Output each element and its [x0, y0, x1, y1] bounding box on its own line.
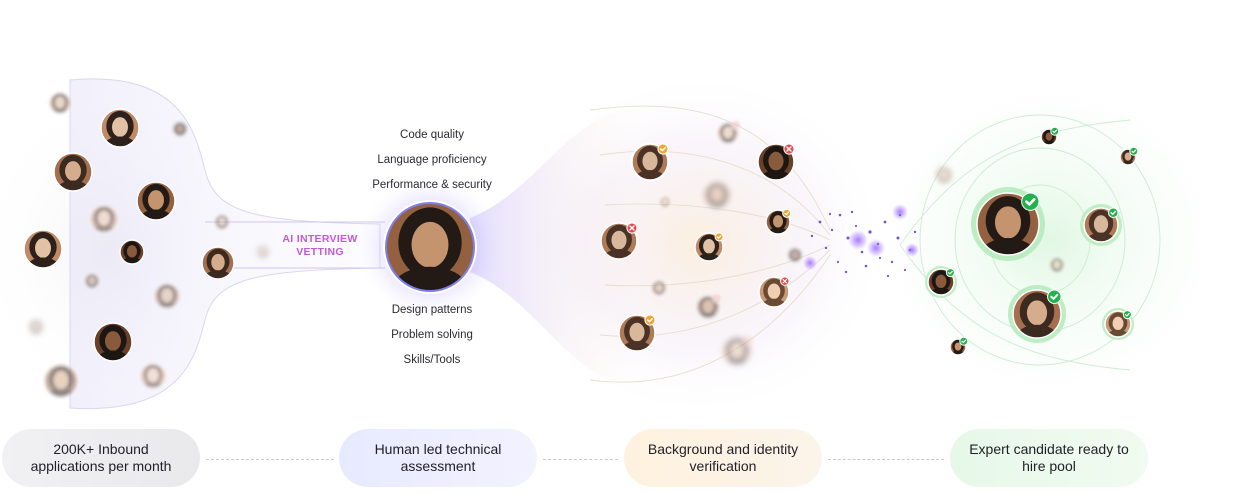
candidate-avatar: [1008, 285, 1066, 343]
skill-language-proficiency: Language proficiency: [377, 154, 487, 166]
skill-design-patterns: Design patterns: [391, 304, 473, 316]
skill-performance-security: Performance & security: [372, 179, 492, 191]
candidate-avatar: [255, 244, 271, 260]
check-badge-icon: [1050, 126, 1060, 136]
candidate-avatar: [716, 120, 741, 145]
stage-connector: [828, 459, 944, 460]
candidate-avatar: [757, 143, 795, 181]
candidate-avatar: [53, 152, 93, 192]
stage-technical-assessment: Human led technical assessment: [339, 429, 537, 487]
candidate-avatar: [934, 165, 954, 185]
candidate-avatar: [786, 246, 804, 264]
stage-connector: [543, 459, 618, 460]
check-badge-icon: [959, 336, 969, 346]
stage-label: Background and identity verification: [647, 441, 799, 474]
check-badge-icon: [1107, 207, 1119, 219]
candidate-avatar: [93, 322, 133, 362]
candidate-avatar: [1080, 204, 1122, 246]
x-badge-icon: [743, 335, 753, 345]
particle-node: [892, 204, 908, 220]
check-badge-icon: [1129, 146, 1139, 156]
check-badge-icon: [1047, 289, 1062, 304]
check-badge-icon: [657, 143, 669, 155]
candidate-avatar: [721, 335, 753, 367]
candidate-avatar: [630, 142, 670, 182]
stage-expert-pool: Expert candidate ready to hire pool: [950, 429, 1148, 487]
candidate-avatar: [695, 293, 722, 320]
skill-skills-tools: Skills/Tools: [403, 354, 461, 366]
stage-connector: [206, 459, 334, 460]
candidate-avatar: [618, 314, 656, 352]
candidate-avatar: [100, 108, 140, 148]
check-badge-icon: [644, 314, 656, 326]
candidate-avatar: [23, 229, 63, 269]
candidate-avatar: [702, 180, 732, 210]
candidate-avatar: [89, 204, 119, 234]
right-pool-glow: [850, 55, 1250, 425]
particle-node: [803, 256, 817, 270]
check-badge-icon: [1122, 310, 1132, 320]
candidate-avatar: [765, 208, 792, 235]
candidate-avatar: [925, 266, 957, 298]
skill-problem-solving: Problem solving: [391, 329, 473, 341]
x-badge-icon: [731, 120, 741, 130]
x-badge-icon: [626, 222, 638, 234]
candidate-avatar: [949, 336, 969, 356]
avatar-layer: [23, 91, 1139, 399]
candidate-avatar: [43, 363, 79, 399]
stage-label: 200K+ Inbound applications per month: [30, 441, 172, 474]
candidate-avatar: [1102, 308, 1134, 340]
skill-code-quality: Code quality: [400, 129, 464, 141]
check-badge-icon: [714, 232, 724, 242]
x-badge-icon: [783, 143, 795, 155]
candidate-avatar: [650, 279, 668, 297]
particle-node: [905, 243, 919, 257]
candidate-avatar: [600, 222, 638, 260]
ai-interview-vetting-label: AI INTERVIEW VETTING: [282, 233, 358, 258]
candidate-avatar: [1040, 126, 1060, 146]
stage-inbound-applications: 200K+ Inbound applications per month: [2, 429, 200, 487]
candidate-avatar: [48, 91, 72, 115]
candidate-avatar: [139, 362, 167, 390]
check-badge-icon: [1021, 192, 1040, 211]
candidate-avatar: [83, 272, 101, 290]
candidate-avatar: [694, 232, 724, 262]
check-badge-icon: [945, 268, 955, 278]
candidate-avatar: [971, 187, 1045, 261]
stage-background-verification: Background and identity verification: [624, 429, 822, 487]
x-badge-icon: [712, 293, 722, 303]
candidate-avatar: [201, 246, 235, 280]
candidate-avatar: [1048, 256, 1066, 274]
stage-label: Expert candidate ready to hire pool: [969, 441, 1129, 474]
candidate-avatar: [1119, 146, 1139, 166]
candidate-avatar: [27, 318, 45, 336]
candidate-avatar: [136, 181, 176, 221]
candidate-avatar: [213, 213, 231, 231]
candidate-avatar: [171, 120, 189, 138]
candidate-avatar: [119, 239, 145, 265]
x-badge-icon: [780, 276, 790, 286]
check-badge-icon: [782, 208, 792, 218]
candidate-avatar: [153, 282, 181, 310]
candidate-avatar: [658, 195, 672, 209]
particle-node: [848, 230, 868, 250]
particle-node: [867, 239, 885, 257]
stage-label: Human led technical assessment: [374, 441, 502, 474]
candidate-avatar: [383, 200, 477, 294]
candidate-avatar: [758, 276, 790, 308]
vetting-cone: [470, 108, 640, 385]
